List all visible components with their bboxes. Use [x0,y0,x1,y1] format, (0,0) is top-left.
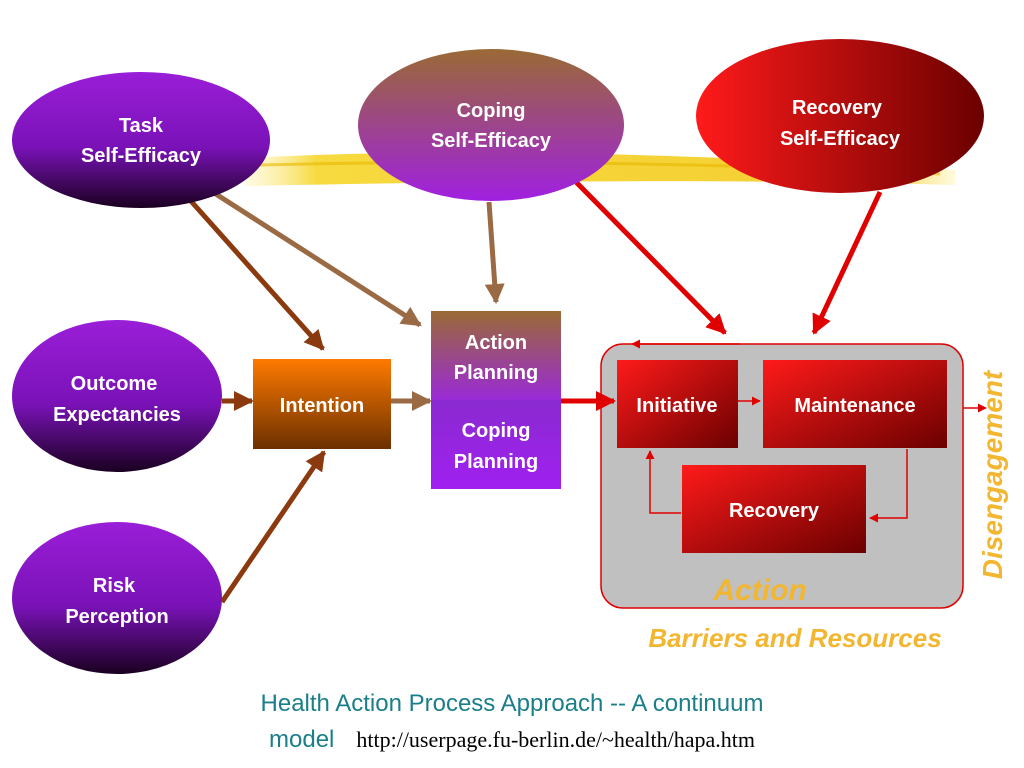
coping-self-efficacy-line1: Coping [457,100,526,122]
outcome-expectancies-line1: Outcome [71,373,158,395]
source-url[interactable]: http://userpage.fu-berlin.de/~health/hap… [356,727,755,752]
arrow-recovery-se-to-action [811,190,883,335]
task-self-efficacy-line2: Self-Efficacy [81,145,202,167]
recovery-node: Recovery [682,465,866,553]
caption-line2: model http://userpage.fu-berlin.de/~healt… [0,726,1024,754]
risk-perception-line2: Perception [65,606,168,628]
task-self-efficacy-node: Task Self-Efficacy [12,72,270,208]
action-planning-line2: Planning [454,362,538,384]
arrow-coping-to-action [574,180,727,335]
maintenance-label: Maintenance [794,395,915,417]
initiative-node: Initiative [617,360,738,448]
risk-perception-node: Risk Perception [12,522,222,674]
arrow-coping-to-planning [484,201,505,304]
recovery-label: Recovery [729,500,820,522]
caption-model: model [269,726,335,753]
action-label: Action [712,574,806,607]
recovery-self-efficacy-line1: Recovery [792,97,883,119]
arrow-task-to-intention [188,198,325,351]
planning-node: Action Planning Coping Planning [431,311,561,489]
outcome-expectancies-line2: Expectancies [53,404,181,426]
disengagement-label: Disengagement [977,369,1008,579]
coping-planning-line2: Planning [454,451,538,473]
maintenance-node: Maintenance [763,360,947,448]
coping-self-efficacy-line2: Self-Efficacy [431,130,552,152]
task-self-efficacy-line1: Task [119,115,164,137]
coping-planning-line1: Coping [462,420,531,442]
intention-label: Intention [280,395,364,417]
recovery-self-efficacy-node: Recovery Self-Efficacy [696,39,984,193]
barriers-label: Barriers and Resources [648,623,941,653]
coping-self-efficacy-node: Coping Self-Efficacy [358,49,624,201]
recovery-self-efficacy-line2: Self-Efficacy [780,128,901,150]
intention-node: Intention [253,359,391,449]
arrow-recovery-to-initiative [645,450,681,514]
caption-line1: Health Action Process Approach -- A cont… [260,690,764,717]
risk-perception-line1: Risk [93,575,136,597]
arrow-risk-to-intention [219,450,327,604]
action-planning-line1: Action [465,332,527,354]
arrows [188,180,987,604]
outcome-expectancies-node: Outcome Expectancies [12,320,222,472]
initiative-label: Initiative [636,395,717,417]
arrow-task-to-action-planning [206,186,422,328]
arrow-maintenance-to-recovery [869,449,908,523]
